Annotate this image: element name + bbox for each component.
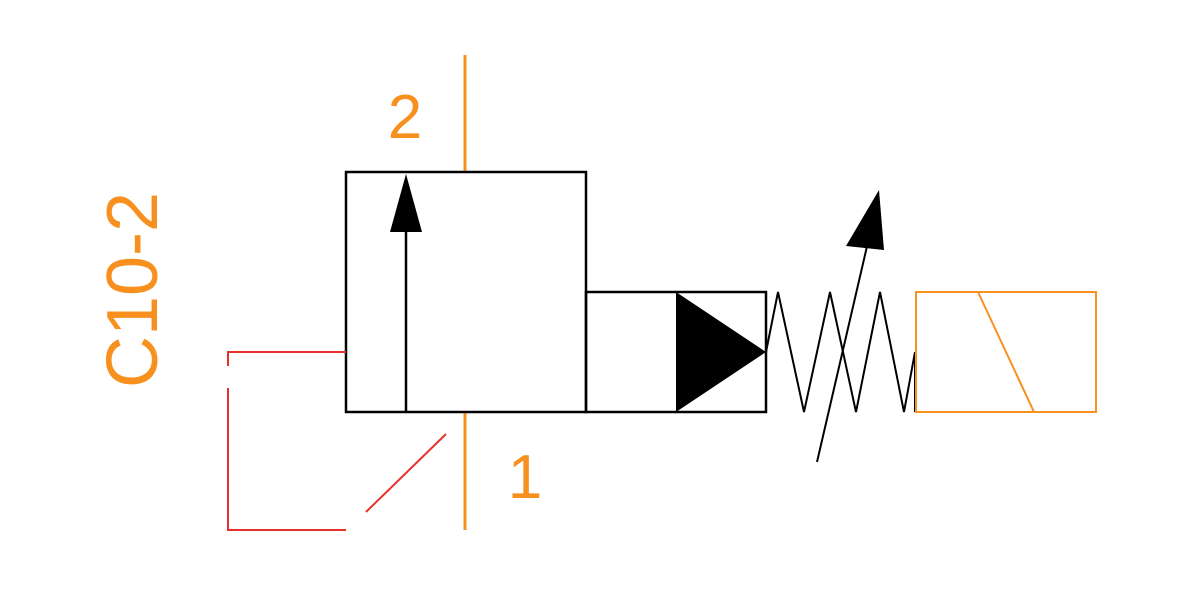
flow-arrow-icon (390, 174, 422, 412)
solenoid-coil-icon (915, 291, 1097, 413)
two-way-valve-icon (344, 170, 588, 414)
adjust-arrow-line (816, 241, 869, 463)
port-2-label: 2 (388, 83, 422, 152)
spring-zigzag (765, 291, 916, 413)
port-1-label: 1 (508, 443, 542, 512)
pilot-triangle-icon (676, 292, 766, 412)
cavity-label: C10-2 (93, 192, 173, 388)
pilot-line (227, 351, 447, 531)
valve-envelope (344, 170, 588, 414)
adjust-arrow-head (846, 190, 884, 250)
adjustable-spring-icon (765, 190, 916, 463)
